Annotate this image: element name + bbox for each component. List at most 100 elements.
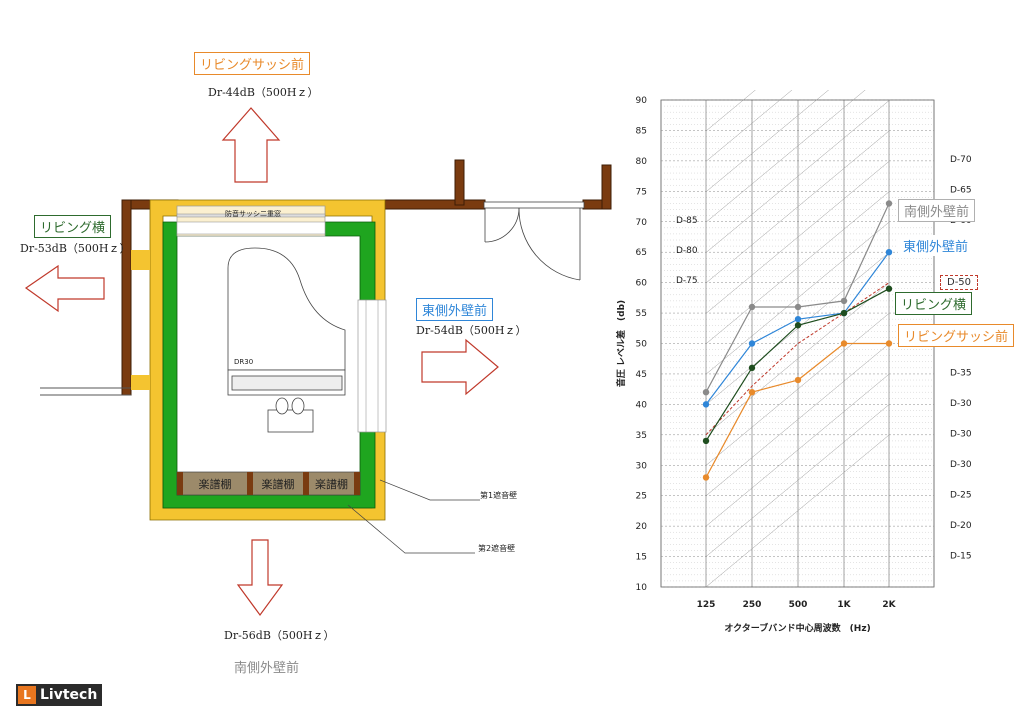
reference-line-red	[705, 282, 890, 436]
series-point	[748, 364, 756, 372]
series-point	[840, 297, 848, 305]
y-tick-label: 45	[636, 370, 647, 380]
south-value: Dr-56dB（500Hｚ）	[224, 629, 335, 642]
d-curve-label-right: D-70	[950, 155, 972, 165]
series-point	[702, 401, 710, 408]
highlight-d50: D-50	[940, 275, 979, 290]
d-curve-label-right: D-65	[950, 186, 972, 196]
d-curve-line	[705, 222, 890, 375]
d-curve-line	[705, 90, 866, 223]
door	[483, 201, 585, 281]
x-tick-label: 500	[789, 600, 808, 610]
x-tick-label: 2K	[882, 600, 896, 610]
d-curve-line	[705, 90, 756, 132]
y-tick-label: 50	[636, 340, 648, 350]
east-label: 東側外壁前	[416, 298, 494, 321]
d-curve-line	[705, 282, 890, 436]
arrow-west	[24, 264, 105, 313]
series-point	[794, 322, 802, 329]
d-curve-label-right: D-35	[950, 369, 972, 379]
logo-text: Livtech	[40, 687, 98, 703]
series-point	[885, 340, 893, 347]
music-shelves	[176, 471, 361, 496]
livtech-logo: L Livtech	[16, 684, 102, 706]
d-curve-line	[705, 404, 890, 557]
piano-label: DR30	[234, 358, 254, 366]
y-tick-label: 25	[636, 492, 647, 502]
y-axis-label: 音圧 レベル差 (db)	[615, 300, 627, 387]
d-curve-label-right: D-30	[950, 430, 972, 440]
legend-east: 東側外壁前	[898, 235, 974, 256]
d-curve-line	[705, 374, 890, 527]
y-tick-label: 90	[636, 96, 648, 106]
d-curve-label-right: D-20	[950, 521, 972, 531]
wall1-note: 第1遮音壁	[480, 491, 518, 500]
y-tick-label: 40	[636, 400, 648, 410]
x-tick-label: 250	[743, 600, 762, 610]
d-curve-label-left: D-75	[676, 276, 698, 286]
d-curve-line	[705, 90, 793, 162]
y-tick-label: 55	[636, 309, 647, 319]
legend-west: リビング横	[895, 292, 973, 315]
north-label: リビングサッシ前	[194, 52, 311, 75]
d-curve-label-right: D-25	[950, 491, 972, 501]
y-tick-label: 60	[636, 279, 648, 289]
y-tick-label: 70	[636, 218, 648, 228]
x-tick-label: 125	[697, 600, 716, 610]
series-point	[885, 200, 893, 207]
series-point	[748, 303, 756, 311]
series-point	[840, 309, 848, 317]
series-point	[885, 248, 893, 256]
series-point	[702, 474, 710, 481]
y-tick-label: 10	[636, 583, 648, 593]
d-curve-label-right: D-15	[950, 552, 972, 562]
series-point	[748, 340, 756, 347]
shelf-1: 楽譜棚	[198, 478, 232, 491]
d-curve-line	[705, 343, 890, 496]
legend-south: 南側外壁前	[898, 199, 976, 222]
x-axis-label: オクターブバンド中心周波数 (Hz)	[724, 622, 870, 634]
d-curve-line	[705, 191, 890, 344]
y-tick-label: 35	[636, 431, 647, 441]
series-point	[748, 389, 756, 396]
shelf-2: 楽譜棚	[261, 478, 295, 491]
arrow-south	[236, 539, 284, 617]
floor-plan	[24, 107, 612, 617]
direction-arrows	[24, 107, 499, 617]
x-tick-label: 1K	[837, 600, 851, 610]
window-note: 防音サッシ二重窓	[225, 210, 281, 218]
y-tick-label: 20	[636, 522, 648, 532]
north-value: Dr-44dB（500Hｚ）	[208, 86, 319, 99]
d-curve-line	[705, 313, 890, 466]
d-curve-line	[705, 90, 829, 192]
d-curve-label-left: D-85	[676, 216, 698, 226]
series-point	[794, 303, 802, 311]
y-tick-label: 65	[636, 248, 647, 258]
y-tick-label: 30	[636, 461, 648, 471]
arrow-east	[421, 338, 499, 396]
legend-north: リビングサッシ前	[898, 324, 1015, 347]
y-tick-label: 80	[636, 157, 648, 167]
grand-piano	[227, 247, 346, 433]
east-value: Dr-54dB（500Hｚ）	[416, 324, 527, 337]
y-tick-label: 85	[636, 126, 647, 136]
d-curve-label-right: D-30	[950, 460, 972, 470]
series-point	[702, 389, 710, 396]
east-window	[357, 299, 387, 433]
series-point	[794, 315, 802, 323]
d-curve-line	[705, 130, 890, 284]
d-curve-line	[705, 252, 890, 405]
wall2-note: 第2遮音壁	[478, 544, 516, 553]
d-curve-line	[705, 434, 890, 588]
d-curve-line	[705, 161, 890, 314]
series-point	[885, 285, 893, 292]
west-value: Dr-53dB（500Hｚ）	[20, 242, 131, 255]
d-curve-line	[705, 100, 890, 253]
series-point	[702, 437, 710, 445]
arrow-north	[221, 107, 281, 183]
shelf-3: 楽譜棚	[315, 478, 348, 491]
d-curve-label-left: D-80	[676, 246, 698, 256]
series-point	[840, 340, 848, 347]
west-label: リビング横	[34, 215, 112, 238]
